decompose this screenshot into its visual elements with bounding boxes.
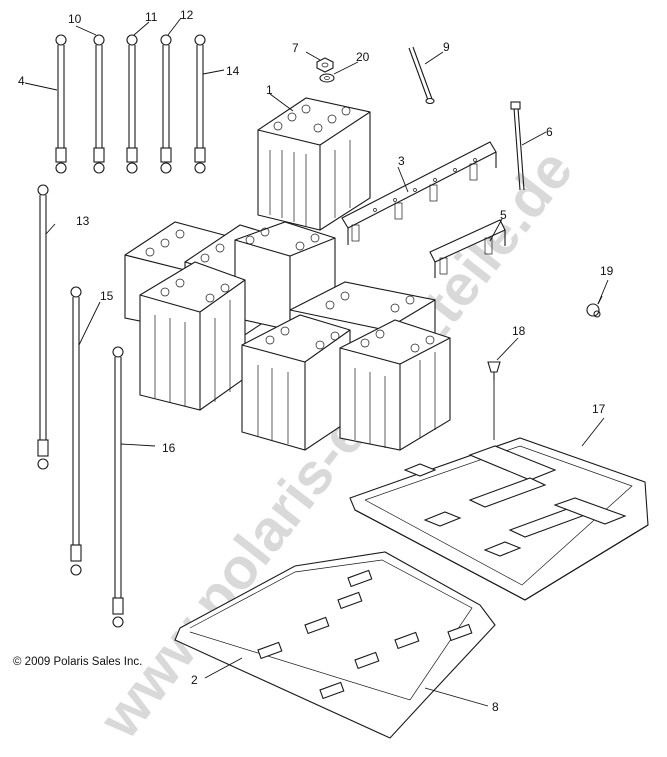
battery-1 xyxy=(257,97,371,231)
callout-labels: 4 10 11 12 14 13 15 16 1 2 3 5 6 7 8 9 1… xyxy=(18,8,614,714)
short-cable-14 xyxy=(194,34,206,174)
long-cable-15 xyxy=(70,286,82,576)
callout-15: 15 xyxy=(100,289,114,303)
callout-8: 8 xyxy=(492,700,499,714)
callout-7: 7 xyxy=(292,41,299,55)
battery-tray-17 xyxy=(349,437,649,601)
rod-9 xyxy=(408,46,435,105)
callout-20: 20 xyxy=(356,50,370,64)
callout-13: 13 xyxy=(76,214,90,228)
callout-5: 5 xyxy=(500,208,507,222)
callout-18: 18 xyxy=(512,324,526,338)
callout-9: 9 xyxy=(443,40,450,54)
callout-11: 11 xyxy=(145,10,158,24)
callout-14: 14 xyxy=(226,64,240,78)
callout-1: 1 xyxy=(266,83,273,97)
base-plate-2 xyxy=(174,551,496,739)
short-cable-12 xyxy=(160,34,172,174)
callout-19: 19 xyxy=(600,264,614,278)
short-cable-10 xyxy=(93,34,105,174)
copyright-notice: © 2009 Polaris Sales Inc. xyxy=(13,656,143,668)
fastener-18 xyxy=(487,361,501,380)
callout-6: 6 xyxy=(546,125,553,139)
callout-4: 4 xyxy=(18,74,25,88)
nut-7 xyxy=(316,57,334,73)
washer-20 xyxy=(319,73,335,83)
callout-16: 16 xyxy=(162,441,176,455)
long-cable-16 xyxy=(112,346,124,628)
hold-down-bracket-3 xyxy=(341,141,497,245)
callout-12: 12 xyxy=(180,8,194,22)
short-cable-11 xyxy=(126,34,138,174)
short-cable-4 xyxy=(55,34,67,174)
leader-lines xyxy=(24,17,609,707)
rod-6 xyxy=(510,101,525,191)
callout-2: 2 xyxy=(191,673,198,687)
battery-bank xyxy=(124,221,451,451)
hold-down-bracket-5 xyxy=(429,219,506,278)
long-cable-13 xyxy=(37,184,49,470)
callout-10: 10 xyxy=(68,12,82,26)
callout-17: 17 xyxy=(592,402,606,416)
callout-3: 3 xyxy=(398,154,405,168)
